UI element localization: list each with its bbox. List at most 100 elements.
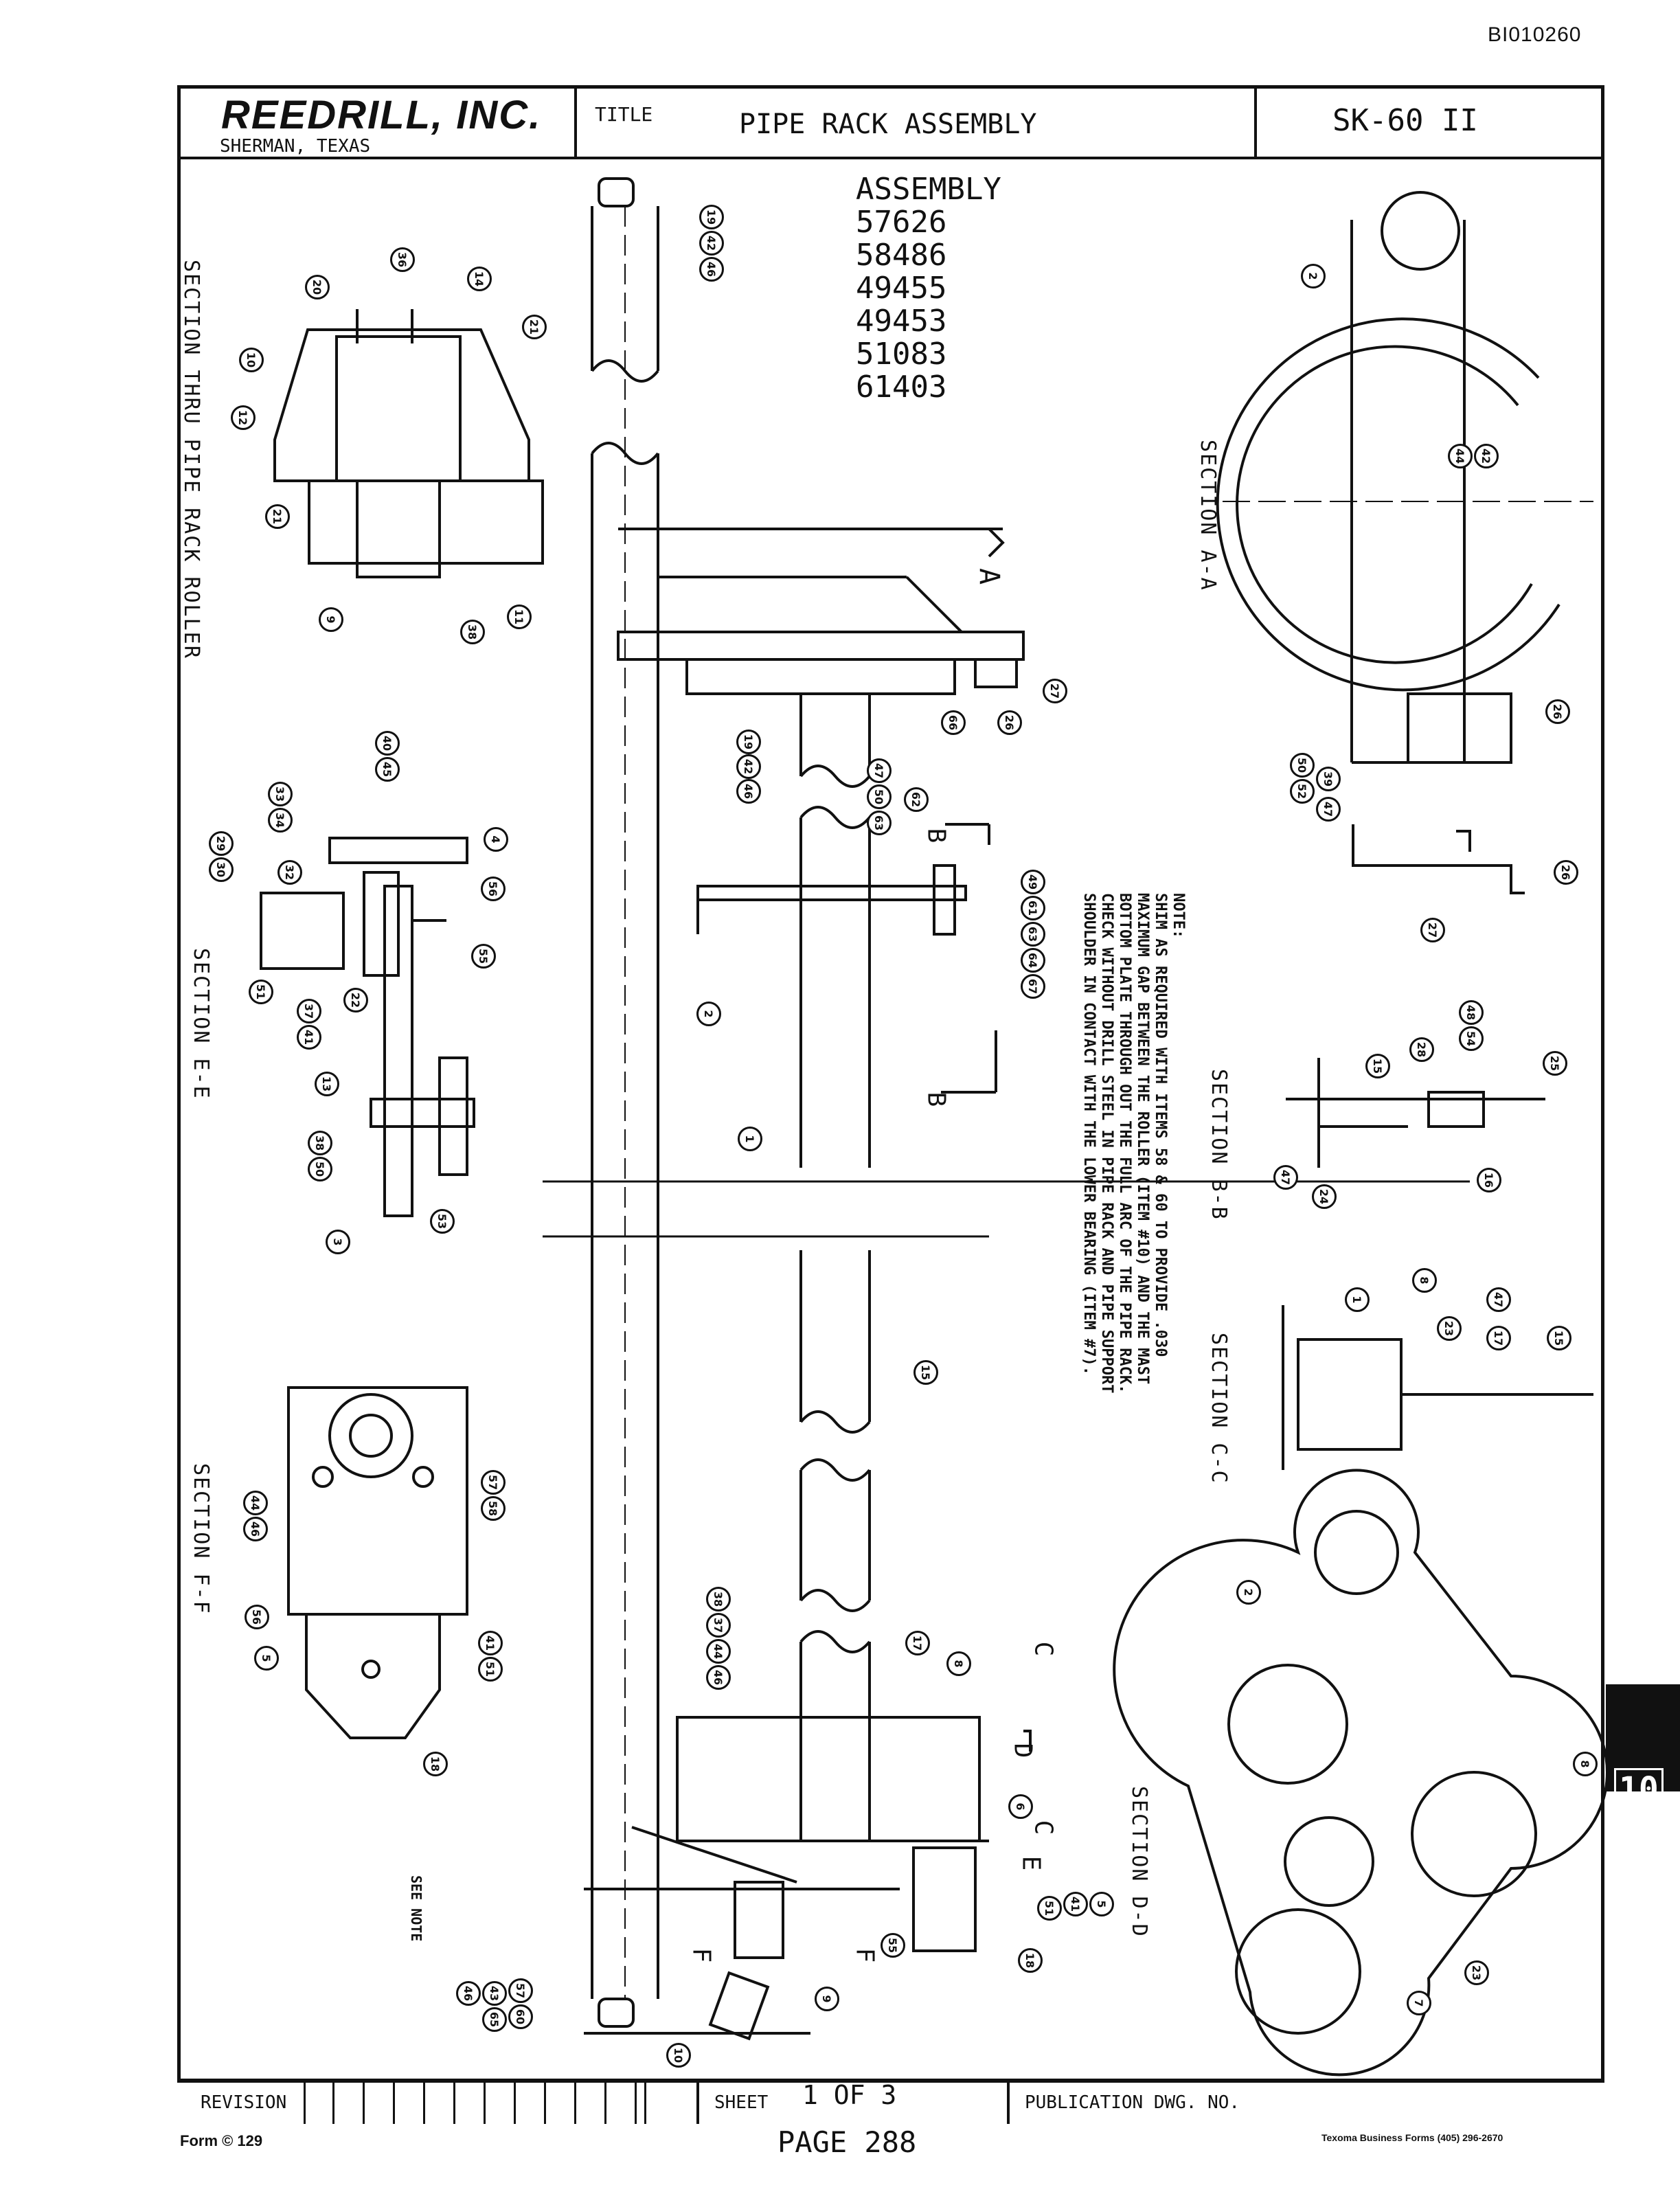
assembly-number: 58486 xyxy=(856,238,947,273)
cut-marker-d: D xyxy=(1008,1743,1037,1758)
center-drill-pipe xyxy=(799,694,871,1841)
printer-credit: Texoma Business Forms (405) 296-2670 xyxy=(1321,2132,1503,2143)
middle-guide xyxy=(696,823,997,1094)
callout-balloon: 5 xyxy=(254,1646,279,1671)
callout-balloon: 6 xyxy=(1008,1794,1033,1819)
callout-balloon: 39 xyxy=(1316,767,1341,791)
revision-label: REVISION xyxy=(201,2092,287,2113)
callout-balloon: 38 xyxy=(308,1131,332,1155)
callout-balloon: 10 xyxy=(239,348,264,372)
revision-cell-line xyxy=(644,2079,646,2124)
callout-balloon: 64 xyxy=(1021,948,1045,973)
callout-balloon: 12 xyxy=(231,405,256,430)
callout-balloon: 49 xyxy=(1021,870,1045,894)
callout-balloon: 47 xyxy=(1273,1165,1298,1190)
section-tab-number: 10 xyxy=(1614,1768,1664,1811)
callout-balloon: 65 xyxy=(482,2007,507,2032)
callout-balloon: 50 xyxy=(867,784,892,809)
callout-balloon: 61 xyxy=(1021,896,1045,920)
section-bb-view xyxy=(1286,1058,1545,1168)
callout-balloon: 41 xyxy=(478,1631,503,1655)
callout-balloon: 4 xyxy=(484,827,508,852)
callout-balloon: 18 xyxy=(1018,1948,1043,1973)
callout-balloon: 3 xyxy=(326,1230,350,1254)
callout-balloon: 26 xyxy=(1554,860,1578,885)
callout-balloon: 30 xyxy=(209,857,234,882)
callout-balloon: 42 xyxy=(699,231,724,256)
callout-balloon: 46 xyxy=(736,779,761,804)
callout-balloon: 56 xyxy=(481,877,506,901)
callout-balloon: 47 xyxy=(867,758,892,783)
revision-cell-line xyxy=(453,2079,455,2124)
sheet-cell-line xyxy=(696,2079,699,2124)
title-block-divider xyxy=(177,157,1604,159)
callout-balloon: 7 xyxy=(1407,1991,1431,2015)
callout-balloon: 8 xyxy=(946,1651,971,1676)
see-note-label: SEE NOTE xyxy=(408,1875,424,1942)
revision-cell-line xyxy=(332,2079,334,2124)
bottom-bearing-assembly xyxy=(584,1716,1032,2041)
main-column-pipe xyxy=(591,177,659,2028)
revision-cell-line xyxy=(363,2079,365,2124)
assembly-number: 61403 xyxy=(856,370,947,405)
assembly-note: NOTE: SHIM AS REQUIRED WITH ITEMS 58 & 6… xyxy=(1080,893,1187,1393)
revision-cell-line xyxy=(544,2079,546,2124)
callout-balloon: 33 xyxy=(268,782,293,806)
section-cc-view xyxy=(1282,1305,1593,1470)
callout-balloon: 41 xyxy=(1063,1892,1088,1916)
callout-balloon: 17 xyxy=(1486,1326,1511,1350)
callout-balloon: 63 xyxy=(867,811,892,835)
note-line: BOTTOM PLATE THROUGH OUT THE FULL ARC OF… xyxy=(1116,893,1133,1394)
cut-marker-f-left: F xyxy=(687,1947,716,1963)
section-ff-label: SECTION F-F xyxy=(189,1463,213,1615)
bracket-detail xyxy=(1352,824,1525,894)
note-line: SHOULDER IN CONTACT WITH THE LOWER BEARI… xyxy=(1080,893,1098,1375)
section-roller-label: SECTION THRU PIPE RACK ROLLER xyxy=(179,260,203,659)
assembly-number: 51083 xyxy=(856,337,947,372)
callout-balloon: 16 xyxy=(1477,1168,1501,1192)
title-label: TITLE xyxy=(595,103,653,126)
callout-balloon: 50 xyxy=(1290,753,1315,778)
roller-section-view xyxy=(273,309,544,578)
callout-balloon: 10 xyxy=(666,2043,691,2068)
callout-balloon: 41 xyxy=(297,1025,321,1050)
callout-balloon: 36 xyxy=(390,247,415,272)
callout-balloon: 62 xyxy=(904,787,929,812)
revision-cell-line xyxy=(484,2079,486,2124)
callout-balloon: 38 xyxy=(706,1587,731,1611)
callout-balloon: 29 xyxy=(209,831,234,856)
callout-balloon: 40 xyxy=(375,731,400,756)
section-ee-label: SECTION E-E xyxy=(189,948,213,1100)
assembly-number: 57626 xyxy=(856,205,947,240)
callout-balloon: 13 xyxy=(315,1072,339,1096)
callout-balloon: 53 xyxy=(430,1209,455,1234)
model-number: SK-60 II xyxy=(1332,103,1478,138)
revision-cell-line xyxy=(514,2079,516,2124)
section-tab xyxy=(1606,1684,1680,1791)
cut-marker-f-right: F xyxy=(850,1947,879,1963)
callout-balloon: 56 xyxy=(245,1605,269,1629)
revision-cell-line xyxy=(635,2079,637,2124)
callout-balloon: 48 xyxy=(1459,1000,1484,1025)
revision-cell-line xyxy=(304,2079,306,2124)
callout-balloon: 14 xyxy=(467,267,492,291)
callout-balloon: 8 xyxy=(1573,1752,1598,1776)
callout-balloon: 28 xyxy=(1409,1037,1434,1062)
callout-balloon: 23 xyxy=(1437,1316,1462,1341)
drawing-title: PIPE RACK ASSEMBLY xyxy=(739,109,1037,140)
section-aa-view xyxy=(1216,191,1593,764)
assembly-label: ASSEMBLY xyxy=(856,172,1001,207)
callout-balloon: 44 xyxy=(1448,444,1473,468)
callout-balloon: 15 xyxy=(1365,1054,1390,1078)
revision-cell-line xyxy=(393,2079,395,2124)
assembly-list: ASSEMBLY 57626 58486 49455 49453 51083 6… xyxy=(856,173,1001,404)
callout-balloon: 58 xyxy=(481,1496,506,1521)
section-aa-label: SECTION A-A xyxy=(1196,440,1220,591)
document-id: BI010260 xyxy=(1488,23,1582,46)
callout-balloon: 19 xyxy=(699,205,724,229)
section-dd-view xyxy=(1113,1469,1609,2077)
callout-balloon: 66 xyxy=(941,710,966,735)
sheet-value: 1 OF 3 xyxy=(802,2080,897,2110)
callout-balloon: 47 xyxy=(1316,797,1341,822)
